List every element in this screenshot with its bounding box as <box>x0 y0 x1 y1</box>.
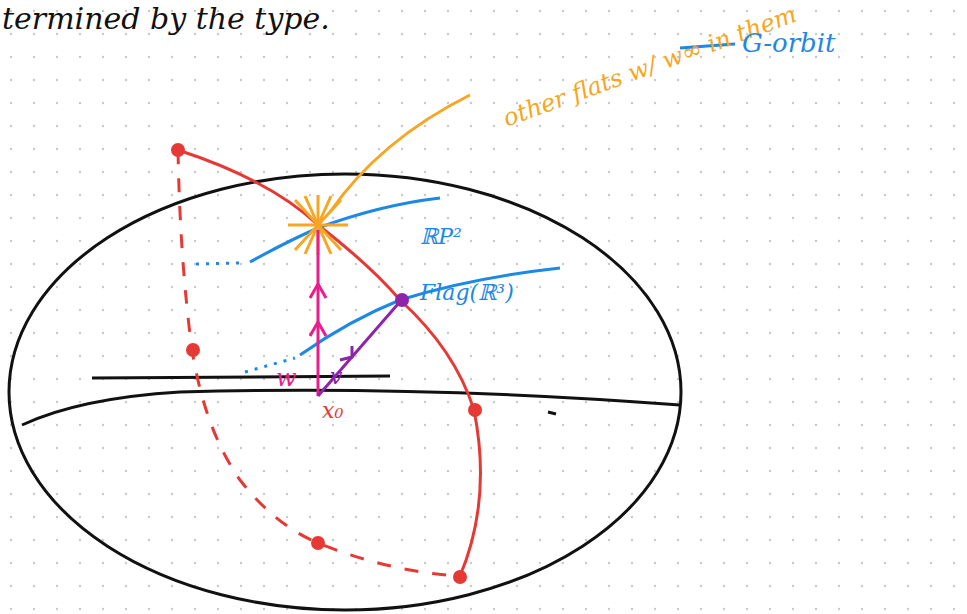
rp2-orbit <box>250 198 440 262</box>
legend-text: G-orbit <box>742 30 836 56</box>
point-label: x₀ <box>322 400 343 422</box>
sphere-outline <box>9 174 681 610</box>
vector-w <box>310 230 326 396</box>
orbit-label: ℝP² <box>420 226 462 248</box>
rp2-orbit-dots <box>196 263 240 264</box>
equator-back <box>92 376 390 378</box>
orbit-label: Flag(ℝ³) <box>420 282 514 304</box>
vector-v <box>318 304 398 396</box>
leader-line <box>330 95 470 212</box>
red-dots <box>171 143 482 584</box>
flag-orbit <box>300 268 560 355</box>
equator-front <box>22 390 680 425</box>
great-circle <box>178 150 480 576</box>
great-circle-back <box>178 150 460 576</box>
vector-label: w <box>276 366 297 390</box>
tick <box>548 412 556 414</box>
vector-label: v <box>330 366 342 388</box>
heading-fragment: termined by the type. <box>2 4 330 34</box>
